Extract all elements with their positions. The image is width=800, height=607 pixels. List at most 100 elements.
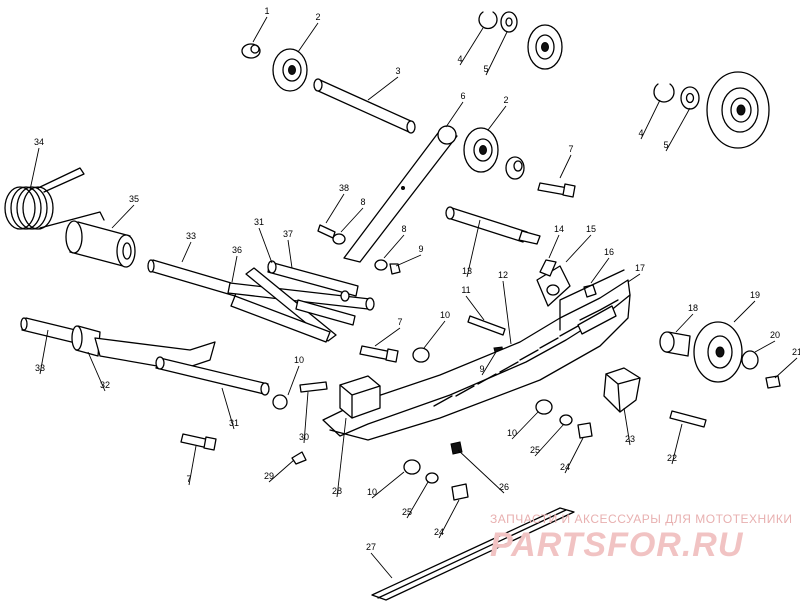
part-washer-25b xyxy=(425,472,439,484)
leader-line xyxy=(457,449,505,494)
leader-line xyxy=(627,273,641,283)
leader-line xyxy=(231,255,238,283)
callout-label: 4 xyxy=(457,54,462,64)
leader-line xyxy=(564,437,584,474)
callout-label: 13 xyxy=(462,266,472,276)
callout-label: 33 xyxy=(186,231,196,241)
callout-label: 20 xyxy=(770,330,780,340)
part-spacer xyxy=(505,156,525,180)
part-bolt-30 xyxy=(299,381,328,393)
callout-label: 34 xyxy=(34,137,44,147)
leader-line xyxy=(325,193,345,224)
leader-line xyxy=(665,107,691,152)
part-washer-10 xyxy=(272,394,288,410)
callout-label: 15 xyxy=(586,224,596,234)
part-block-28 xyxy=(339,375,381,419)
callout-label: 25 xyxy=(530,445,540,455)
leader-line xyxy=(367,76,399,101)
callout-label: 31 xyxy=(254,217,264,227)
callout-label: 18 xyxy=(688,303,698,313)
part-bolt-7c xyxy=(180,433,217,451)
leader-line xyxy=(774,357,798,379)
part-screw-38 xyxy=(317,224,401,275)
leader-line xyxy=(671,423,683,465)
watermark-logo: PARTSFOR.RU xyxy=(490,526,744,564)
leader-line xyxy=(336,417,347,498)
callout-label: 33 xyxy=(35,363,45,373)
diagram-parts xyxy=(4,11,781,601)
leader-line xyxy=(423,320,446,349)
leader-line xyxy=(502,280,512,345)
part-bolt-7b xyxy=(359,345,399,363)
leader-line xyxy=(406,481,429,519)
callout-label: 27 xyxy=(366,542,376,552)
leader-line xyxy=(383,234,405,259)
callout-label: 10 xyxy=(440,310,450,320)
part-shaft-33 xyxy=(147,259,239,297)
leader-line xyxy=(623,407,631,446)
part-shaft-13 xyxy=(445,206,541,245)
callout-label: 6 xyxy=(460,91,465,101)
leader-line xyxy=(481,351,497,376)
callout-label: 7 xyxy=(186,474,191,484)
leader-line xyxy=(371,471,405,499)
watermark-caption: ЗАПЧАСТИ И АКСЕССУАРЫ ДЛЯ МОТОТЕХНИКИ xyxy=(490,512,793,526)
part-bracket-14 xyxy=(536,259,571,307)
leader-line xyxy=(374,327,401,347)
part-frame-31 xyxy=(227,260,375,343)
part-snap-ring-4 xyxy=(478,11,498,30)
part-washer-5b xyxy=(680,86,700,110)
part-bushing-32 xyxy=(71,325,101,357)
leader-line xyxy=(340,207,364,233)
part-washer-10c xyxy=(403,459,421,475)
part-washer-10b xyxy=(412,347,430,363)
callout-label: 4 xyxy=(638,128,643,138)
leader-line xyxy=(297,22,319,53)
callout-label: 3 xyxy=(395,66,400,76)
leader-line xyxy=(565,234,592,263)
part-bracket-23 xyxy=(603,367,641,413)
part-slide-rail-17 xyxy=(322,269,631,441)
leader-line xyxy=(258,227,273,264)
leader-line xyxy=(465,295,485,321)
leader-line xyxy=(485,31,508,76)
leader-line xyxy=(188,445,197,486)
callout-label: 38 xyxy=(339,183,349,193)
part-idler-wheel-2 xyxy=(272,48,308,92)
part-bolt-22 xyxy=(669,410,707,428)
part-washer-5 xyxy=(500,11,518,33)
callout-label: 1 xyxy=(264,6,269,16)
callout-label: 35 xyxy=(129,194,139,204)
leader-line xyxy=(87,351,106,392)
part-snap-ring-4b xyxy=(653,83,675,103)
callout-label: 8 xyxy=(401,224,406,234)
callout-label: 24 xyxy=(560,462,570,472)
callout-label: 29 xyxy=(264,471,274,481)
leader-line xyxy=(534,423,565,457)
part-washer-10d xyxy=(535,399,553,415)
callout-label: 17 xyxy=(635,263,645,273)
leader-line xyxy=(268,459,295,483)
callout-label: 14 xyxy=(554,224,564,234)
part-nut-16 xyxy=(583,284,597,298)
callout-label: 9 xyxy=(418,244,423,254)
leader-line xyxy=(590,257,610,284)
leader-line xyxy=(181,241,192,263)
part-washer-20 xyxy=(741,350,759,370)
callout-label: 7 xyxy=(568,144,573,154)
leader-line xyxy=(487,105,507,131)
leader-line xyxy=(29,147,40,191)
part-torsion-spring-34 xyxy=(4,167,105,230)
callout-label: 5 xyxy=(663,140,668,150)
callout-label: 22 xyxy=(667,453,677,463)
part-idler-wheel-2b xyxy=(463,127,499,173)
callout-label: 23 xyxy=(625,434,635,444)
part-bolt-11 xyxy=(467,315,506,336)
leader-line xyxy=(111,204,135,229)
leader-line xyxy=(675,313,694,333)
leader-line xyxy=(459,27,484,66)
callout-label: 30 xyxy=(299,432,309,442)
callout-label: 24 xyxy=(434,527,444,537)
part-wheel-19 xyxy=(693,321,743,383)
